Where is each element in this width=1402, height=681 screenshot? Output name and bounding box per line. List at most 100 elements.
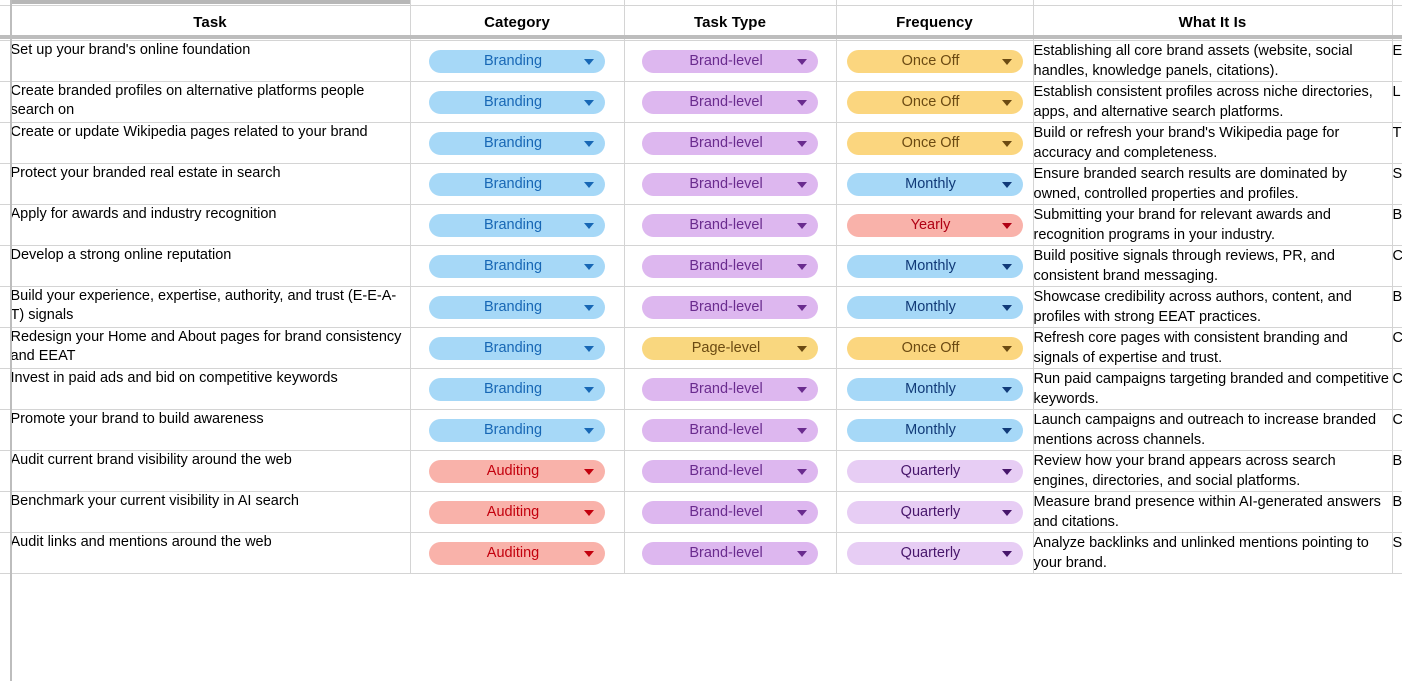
chevron-down-icon[interactable]: [797, 141, 807, 147]
chevron-down-icon[interactable]: [797, 510, 807, 516]
chevron-down-icon[interactable]: [584, 551, 594, 557]
chevron-down-icon[interactable]: [584, 387, 594, 393]
cell-category[interactable]: Branding: [410, 81, 625, 123]
cell-what-it-is[interactable]: Establish consistent profiles across nic…: [1033, 81, 1393, 123]
table-row[interactable]: Audit links and mentions around the web A…: [0, 532, 1402, 574]
cell-what-it-is[interactable]: Run paid campaigns targeting branded and…: [1033, 368, 1393, 410]
chevron-down-icon[interactable]: [797, 223, 807, 229]
frequency-chip[interactable]: Yearly: [846, 213, 1023, 237]
category-chip[interactable]: Branding: [429, 49, 605, 73]
cell-task[interactable]: Develop a strong online reputation: [10, 245, 411, 287]
column-header-what-it-is[interactable]: What It Is: [1033, 5, 1393, 41]
task_type-chip[interactable]: Brand-level: [642, 418, 818, 442]
task_type-chip[interactable]: Page-level: [642, 336, 818, 360]
frequency-chip[interactable]: Once Off: [846, 131, 1023, 155]
cell-task[interactable]: Build your experience, expertise, author…: [10, 286, 411, 328]
cell-frequency[interactable]: Monthly: [836, 245, 1034, 287]
cell-category[interactable]: Auditing: [410, 532, 625, 574]
task_type-chip[interactable]: Brand-level: [642, 377, 818, 401]
chevron-down-icon[interactable]: [797, 264, 807, 270]
cell-category[interactable]: Branding: [410, 245, 625, 287]
cell-task_type[interactable]: Brand-level: [624, 450, 837, 492]
cell-category[interactable]: Branding: [410, 368, 625, 410]
category-chip[interactable]: Branding: [429, 295, 605, 319]
chevron-down-icon[interactable]: [584, 264, 594, 270]
row-gutter-cell[interactable]: [0, 532, 11, 574]
cell-frequency[interactable]: Quarterly: [836, 450, 1034, 492]
cell-task_type[interactable]: Brand-level: [624, 245, 837, 287]
frequency-chip[interactable]: Quarterly: [846, 541, 1023, 565]
chevron-down-icon[interactable]: [584, 469, 594, 475]
cell-task[interactable]: Create branded profiles on alternative p…: [10, 81, 411, 123]
row-gutter-cell[interactable]: [0, 327, 11, 369]
cell-frequency[interactable]: Monthly: [836, 409, 1034, 451]
cell-what-it-is[interactable]: Review how your brand appears across sea…: [1033, 450, 1393, 492]
category-chip[interactable]: Branding: [429, 90, 605, 114]
chevron-down-icon[interactable]: [797, 100, 807, 106]
cell-category[interactable]: Auditing: [410, 450, 625, 492]
chevron-down-icon[interactable]: [584, 428, 594, 434]
chevron-down-icon[interactable]: [797, 387, 807, 393]
frequency-chip[interactable]: Once Off: [846, 336, 1023, 360]
chevron-down-icon[interactable]: [584, 141, 594, 147]
cell-what-it-is[interactable]: Refresh core pages with consistent brand…: [1033, 327, 1393, 369]
chevron-down-icon[interactable]: [1001, 305, 1012, 311]
cell-frequency[interactable]: Once Off: [836, 40, 1034, 82]
chevron-down-icon[interactable]: [1001, 223, 1012, 229]
frequency-chip[interactable]: Monthly: [846, 254, 1023, 278]
cell-what-it-is[interactable]: Launch campaigns and outreach to increas…: [1033, 409, 1393, 451]
cell-what-it-is[interactable]: Build positive signals through reviews, …: [1033, 245, 1393, 287]
frequency-chip[interactable]: Once Off: [846, 90, 1023, 114]
chevron-down-icon[interactable]: [584, 510, 594, 516]
cell-task_type[interactable]: Brand-level: [624, 40, 837, 82]
cell-task[interactable]: Audit links and mentions around the web: [10, 532, 411, 574]
cell-what-it-is[interactable]: Showcase credibility across authors, con…: [1033, 286, 1393, 328]
cell-task_type[interactable]: Brand-level: [624, 81, 837, 123]
cell-what-it-is[interactable]: Analyze backlinks and unlinked mentions …: [1033, 532, 1393, 574]
cell-category[interactable]: Branding: [410, 409, 625, 451]
table-row[interactable]: Redesign your Home and About pages for b…: [0, 327, 1402, 369]
task_type-chip[interactable]: Brand-level: [642, 500, 818, 524]
task_type-chip[interactable]: Brand-level: [642, 131, 818, 155]
category-chip[interactable]: Auditing: [429, 500, 605, 524]
cell-next-column-partial[interactable]: C: [1392, 368, 1402, 410]
task_type-chip[interactable]: Brand-level: [642, 90, 818, 114]
chevron-down-icon[interactable]: [797, 469, 807, 475]
table-row[interactable]: Create branded profiles on alternative p…: [0, 81, 1402, 123]
chevron-down-icon[interactable]: [584, 100, 594, 106]
category-chip[interactable]: Branding: [429, 172, 605, 196]
chevron-down-icon[interactable]: [1001, 428, 1012, 434]
task_type-chip[interactable]: Brand-level: [642, 172, 818, 196]
frequency-chip[interactable]: Monthly: [846, 377, 1023, 401]
cell-task[interactable]: Benchmark your current visibility in AI …: [10, 491, 411, 533]
chevron-down-icon[interactable]: [797, 182, 807, 188]
cell-task[interactable]: Redesign your Home and About pages for b…: [10, 327, 411, 369]
table-row[interactable]: Build your experience, expertise, author…: [0, 286, 1402, 328]
chevron-down-icon[interactable]: [797, 551, 807, 557]
chevron-down-icon[interactable]: [797, 346, 807, 352]
frequency-chip[interactable]: Once Off: [846, 49, 1023, 73]
cell-frequency[interactable]: Once Off: [836, 122, 1034, 164]
chevron-down-icon[interactable]: [1001, 469, 1012, 475]
cell-task_type[interactable]: Brand-level: [624, 368, 837, 410]
row-gutter-cell[interactable]: [0, 204, 11, 246]
cell-frequency[interactable]: Yearly: [836, 204, 1034, 246]
table-row[interactable]: Benchmark your current visibility in AI …: [0, 491, 1402, 533]
chevron-down-icon[interactable]: [584, 59, 594, 65]
task_type-chip[interactable]: Brand-level: [642, 459, 818, 483]
category-chip[interactable]: Branding: [429, 336, 605, 360]
cell-task[interactable]: Audit current brand visibility around th…: [10, 450, 411, 492]
category-chip[interactable]: Auditing: [429, 541, 605, 565]
row-gutter-cell[interactable]: [0, 163, 11, 205]
cell-category[interactable]: Branding: [410, 286, 625, 328]
cell-what-it-is[interactable]: Measure brand presence within AI-generat…: [1033, 491, 1393, 533]
cell-next-column-partial[interactable]: B: [1392, 491, 1402, 533]
cell-task[interactable]: Create or update Wikipedia pages related…: [10, 122, 411, 164]
row-gutter-cell[interactable]: [0, 122, 11, 164]
cell-next-column-partial[interactable]: C: [1392, 245, 1402, 287]
header-gutter-cell[interactable]: [0, 5, 11, 41]
task_type-chip[interactable]: Brand-level: [642, 213, 818, 237]
frequency-chip[interactable]: Quarterly: [846, 500, 1023, 524]
